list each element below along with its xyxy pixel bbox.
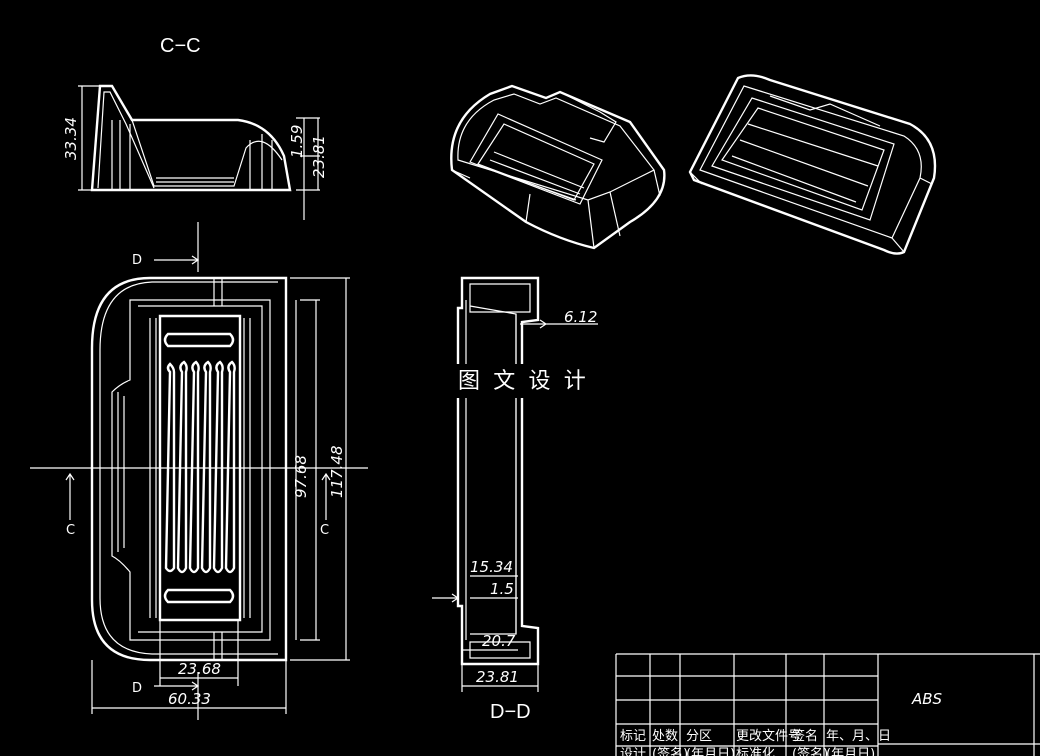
tb-row2-5: (年月日) [826, 747, 875, 756]
mark-c-right: C [320, 523, 329, 538]
dim-60-33: 60.33 [168, 690, 211, 708]
mark-d-bottom: D [132, 681, 142, 696]
dim-97-68: 97.68 [292, 455, 310, 498]
dim-20-7: 20.7 [482, 632, 516, 650]
dim-117-48: 117.48 [328, 446, 346, 499]
tb-row2-1: (签名) [652, 746, 688, 756]
dim-1-5: 1.5 [490, 580, 514, 598]
dim-6-12: 6.12 [564, 308, 597, 326]
dim-23-81-cc: 23.81 [310, 135, 328, 178]
tb-header-1: 处数 [652, 729, 678, 744]
dim-15-34: 15.34 [470, 558, 513, 576]
tb-row2-3: 标准化 [736, 747, 775, 756]
tb-header-2: 分区 [686, 729, 712, 744]
mark-c-left: C [66, 523, 75, 538]
title-block: ABS 标记 处数 分区 更改文件号 签名 年、月、日 设计 (签名) (年月日… [615, 653, 1040, 756]
dim-23-81-dd: 23.81 [476, 668, 519, 686]
section-dd-label: D−D [490, 701, 531, 723]
tb-header-4: 签名 [792, 728, 818, 744]
mark-d-top: D [132, 253, 142, 268]
tb-row2-4: (签名) [792, 746, 828, 756]
front-view: D D C C 97.68 117.48 [30, 222, 368, 720]
dim-1-59: 1.59 [288, 125, 306, 158]
section-cc-label: C−C [160, 35, 201, 57]
dim-23-68: 23.68 [178, 660, 221, 678]
tb-row2-0: 设计 [620, 747, 646, 756]
iso-view-left [450, 84, 666, 250]
dim-33-34: 33.34 [62, 117, 80, 160]
tb-header-3: 更改文件号 [736, 729, 801, 744]
iso-view-right [688, 74, 937, 255]
material-abs: ABS [911, 690, 943, 708]
tb-header-0: 标记 [620, 729, 646, 744]
section-cc-view: C−C 33.34 1.59 23.81 [62, 35, 328, 220]
section-dd-view: 6.12 15.34 1.5 20.7 23.81 D−D [432, 276, 598, 723]
watermark-text: 图 文 设 计 [458, 369, 586, 394]
tb-header-5: 年、月、日 [826, 729, 891, 744]
tb-row2-2: (年月日) [686, 747, 735, 756]
